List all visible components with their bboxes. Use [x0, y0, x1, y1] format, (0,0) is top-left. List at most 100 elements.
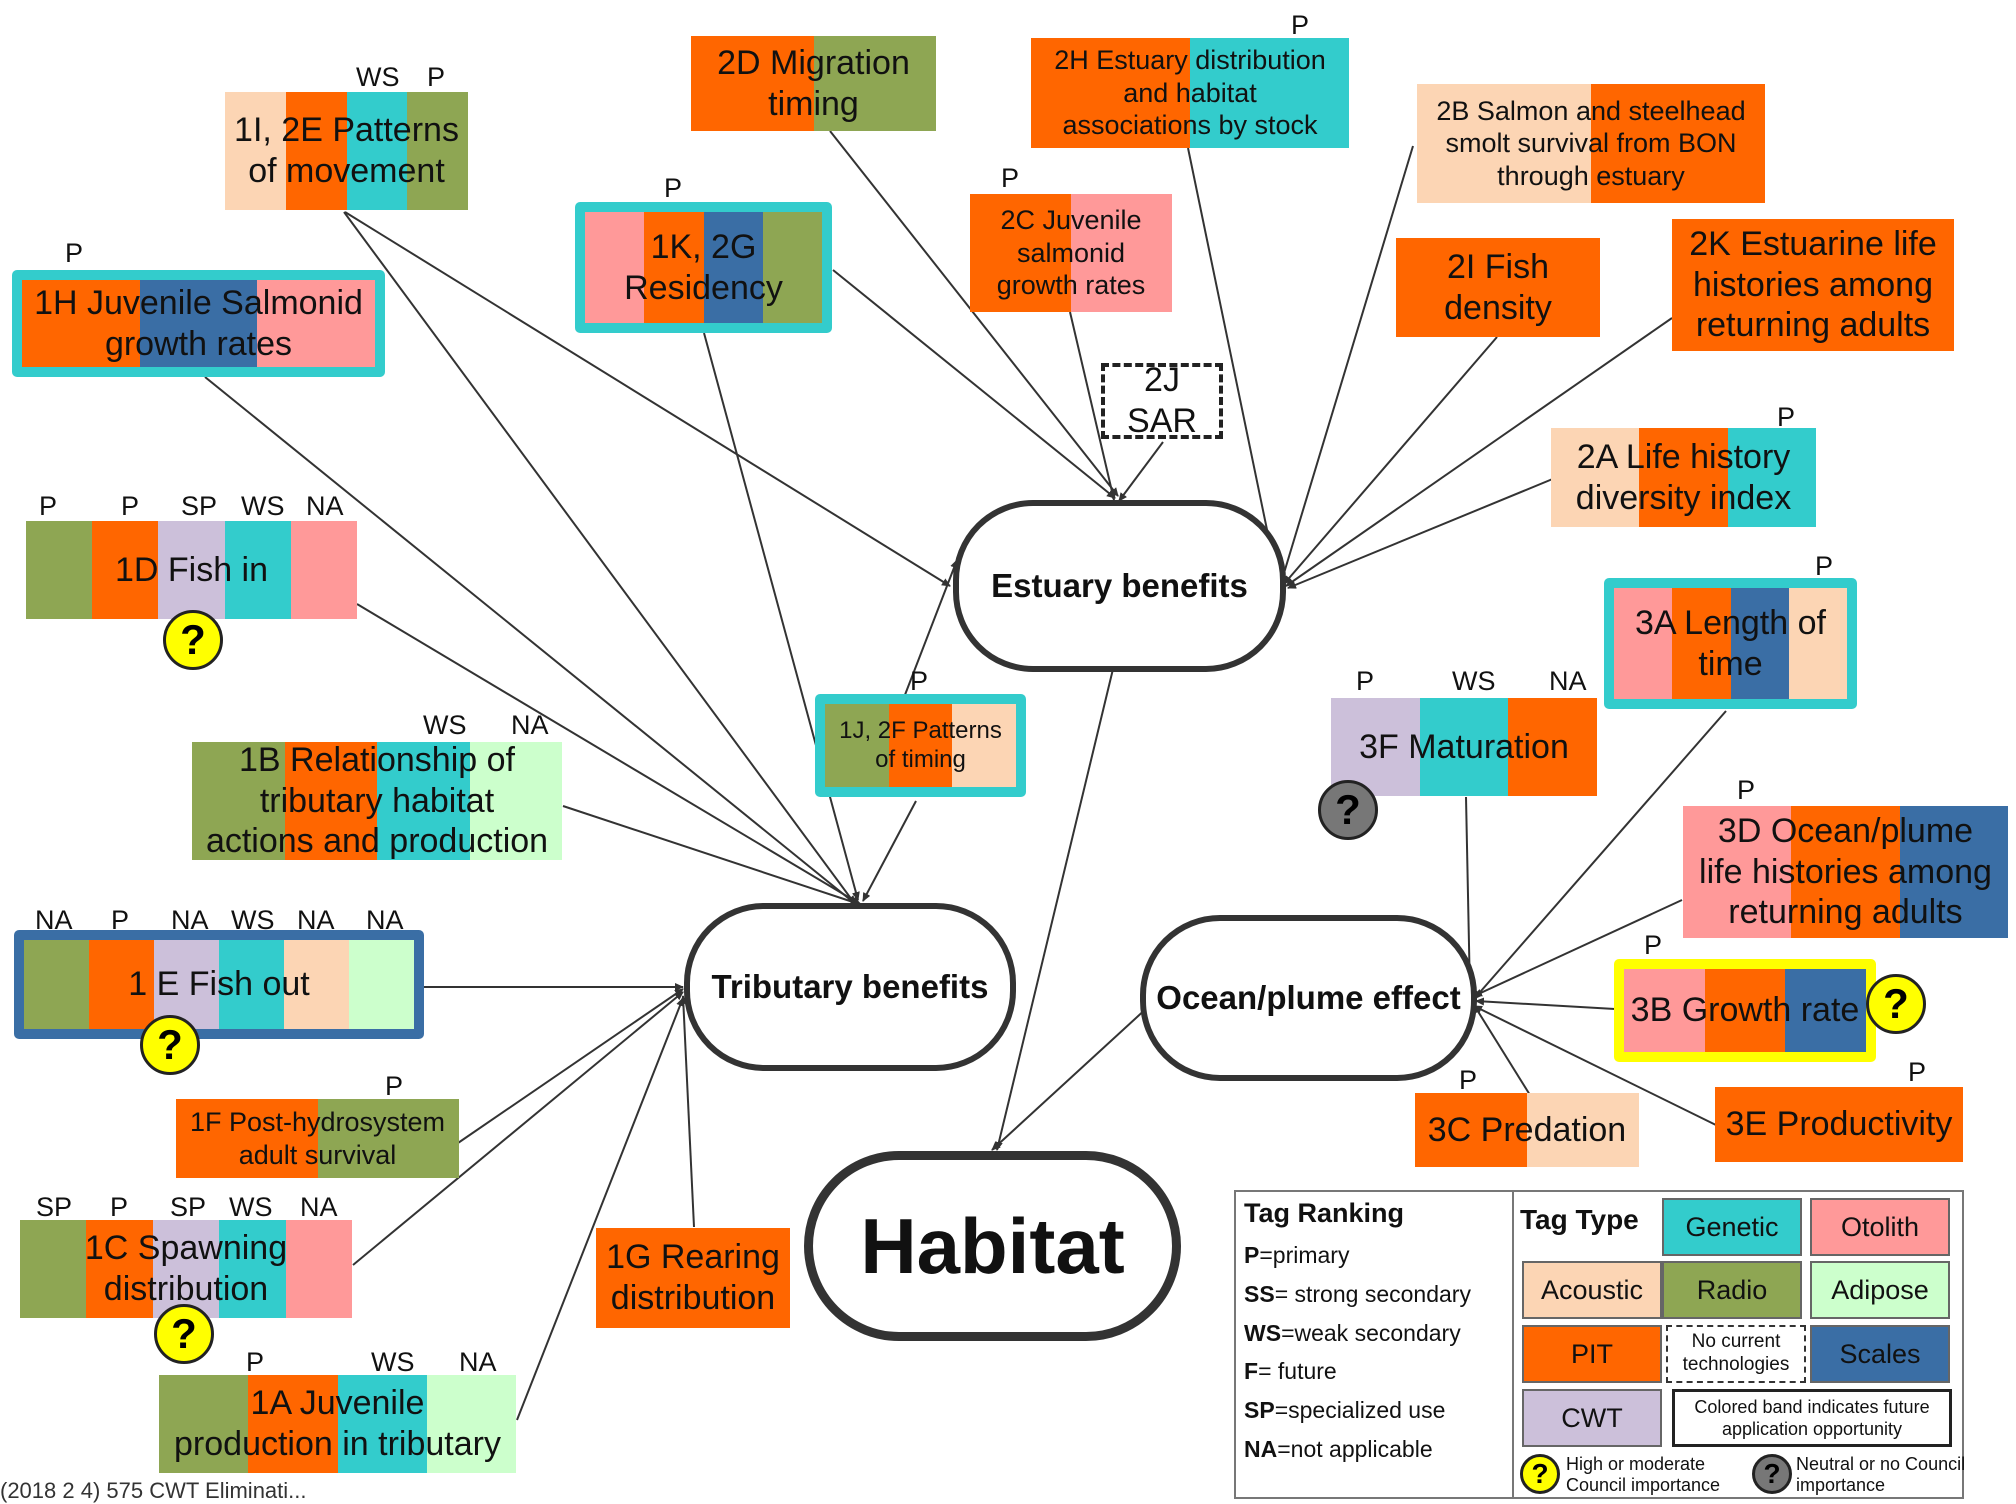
box-3E-productivity: 3E Productivity — [1715, 1087, 1963, 1162]
edge-2C-estuary — [1069, 311, 1117, 501]
edge-2H-estuary — [1187, 147, 1280, 579]
tag-3B-p: P — [1644, 930, 1663, 960]
edge-2B-estuary — [1279, 145, 1414, 584]
box-label: 2D Migration timing — [717, 43, 910, 123]
stripe-pit — [1415, 1093, 1527, 1167]
stripe-radio — [20, 1220, 87, 1318]
stripe-adipose — [426, 1375, 516, 1473]
edge-1I2E-tributary — [343, 211, 856, 905]
tag-1H-p: P — [65, 238, 84, 268]
box-label: 3E Productivity — [1725, 1105, 1953, 1144]
stripe-pit — [970, 194, 1071, 312]
legend-swatch-cwt: CWT — [1522, 1389, 1662, 1447]
tributary-benefits-node: Tributary benefits — [684, 903, 1016, 1071]
box-3F-maturation: 3F Maturation — [1331, 698, 1598, 796]
box-label: 1G Rearing distribution — [606, 1238, 780, 1317]
legend-type-title: Tag Type — [1520, 1204, 1639, 1235]
edge-2J-estuary — [1118, 441, 1164, 502]
stripe-pit — [1591, 84, 1765, 203]
box-color-stripes — [596, 1228, 790, 1328]
legend-swatch-none: No current technologies — [1666, 1325, 1806, 1383]
stripe-acoustic — [225, 92, 286, 210]
stripe-radio — [192, 742, 285, 860]
box-1I-2E-patterns-of-movement: 1I, 2E Patterns of movement — [225, 92, 468, 210]
box-color-stripes — [176, 1099, 459, 1178]
stripe-scales — [1899, 806, 2008, 938]
edge-2I-estuary — [1283, 336, 1498, 585]
box-label: 3C Predation — [1427, 1110, 1627, 1149]
tag-1C-sp2: SP — [170, 1192, 207, 1222]
stripe-genetic — [346, 92, 408, 210]
box-color-stripes — [825, 704, 1017, 787]
box-label: 3D Ocean/plume life histories among retu… — [1699, 811, 1992, 932]
edge-1B-tributary — [562, 805, 863, 907]
tag-1I2E-p: P — [427, 62, 446, 92]
box-color-stripes — [1415, 1093, 1639, 1167]
box-label: 2H Estuary distribution and habitat asso… — [1054, 45, 1326, 141]
legend-high-importance-icon: ? — [1520, 1454, 1560, 1494]
stripe-otolith — [257, 280, 376, 367]
edge-1I2E-estuary — [344, 211, 951, 587]
edge-1F-tributary — [457, 988, 684, 1144]
edge-2D-estuary — [829, 130, 1119, 497]
box-1D-fish-in: 1D Fish in — [26, 521, 358, 619]
box-color-stripes — [1417, 84, 1765, 203]
box-color-stripes — [1396, 238, 1600, 337]
high-importance-icon-1C: ? — [154, 1304, 214, 1364]
high-importance-icon-3B: ? — [1866, 974, 1926, 1034]
edge-3C-ocean — [1473, 1004, 1531, 1096]
tag-1K2G-p: P — [664, 173, 683, 203]
edge-3B-ocean — [1475, 997, 1616, 1010]
box-color-stripes — [192, 742, 562, 860]
box-color-stripes — [1614, 588, 1847, 699]
stripe-otolith — [285, 1220, 353, 1318]
stripe-otolith — [1614, 588, 1673, 699]
edge-2K-estuary — [1285, 317, 1673, 587]
box-1E-fish-out: 1 E Fish out — [14, 930, 424, 1039]
high-importance-icon-1D: ? — [163, 610, 223, 670]
stripe-pit — [284, 742, 377, 860]
box-2A-life-history-diversity: 2A Life history diversity index — [1551, 428, 1816, 527]
edge-3E-ocean — [1473, 1005, 1721, 1128]
box-3A-length-of-time: 3A Length of time — [1604, 578, 1857, 709]
box-label: 2C Juvenile salmonid growth rates — [996, 205, 1146, 301]
legend-neutral-importance-label: Neutral or no Council importance — [1796, 1454, 1966, 1495]
tag-3E-p: P — [1908, 1057, 1927, 1087]
box-label: 1K, 2G Residency — [624, 227, 783, 307]
stripe-radio — [407, 92, 468, 210]
box-label: 2J SAR — [1127, 361, 1197, 440]
box-color-stripes — [159, 1375, 516, 1473]
tag-3F-na: NA — [1549, 666, 1587, 696]
box-label: 1A Juvenile production in tributary — [174, 1384, 501, 1463]
tag-1D-p2: P — [121, 491, 140, 521]
stripe-scales — [703, 212, 763, 323]
stripe-pit — [691, 36, 814, 131]
tag-1A-ws: WS — [371, 1347, 415, 1377]
box-color-stripes — [1331, 698, 1598, 796]
stripe-otolith — [1071, 194, 1172, 312]
box-1C-spawning-distribution: 1C Spawning distribution — [20, 1220, 353, 1318]
legend-ranking-p: P=primary — [1244, 1242, 1350, 1268]
box-color-stripes — [1672, 219, 1954, 351]
stripe-genetic — [224, 521, 291, 619]
tag-1J2F-p: P — [910, 666, 929, 696]
ocean-plume-effect-node: Ocean/plume effect — [1140, 915, 1477, 1081]
footer-text: (2018 2 4) 575 CWT Eliminati... — [0, 1478, 307, 1503]
stripe-pit — [1031, 38, 1190, 148]
stripe-acoustic — [284, 940, 349, 1029]
tag-1E-p: P — [111, 905, 130, 935]
stripe-pit — [1704, 969, 1786, 1052]
tag-1C-p: P — [110, 1192, 129, 1222]
stripe-pit — [888, 704, 953, 787]
edge-1J2F-estuary — [902, 559, 958, 701]
legend-neutral-importance-icon: ? — [1752, 1454, 1792, 1494]
box-1K-2G-residency: 1K, 2G Residency — [575, 202, 832, 333]
box-label: 2B Salmon and steelhead smolt survival f… — [1436, 95, 1746, 191]
box-color-stripes — [1715, 1087, 1963, 1162]
stripe-pit — [1508, 698, 1598, 796]
stripe-pit — [644, 212, 704, 323]
tag-1D-sp: SP — [181, 491, 218, 521]
stripe-acoustic — [1417, 84, 1591, 203]
legend-swatch-radio: Radio — [1662, 1261, 1802, 1319]
